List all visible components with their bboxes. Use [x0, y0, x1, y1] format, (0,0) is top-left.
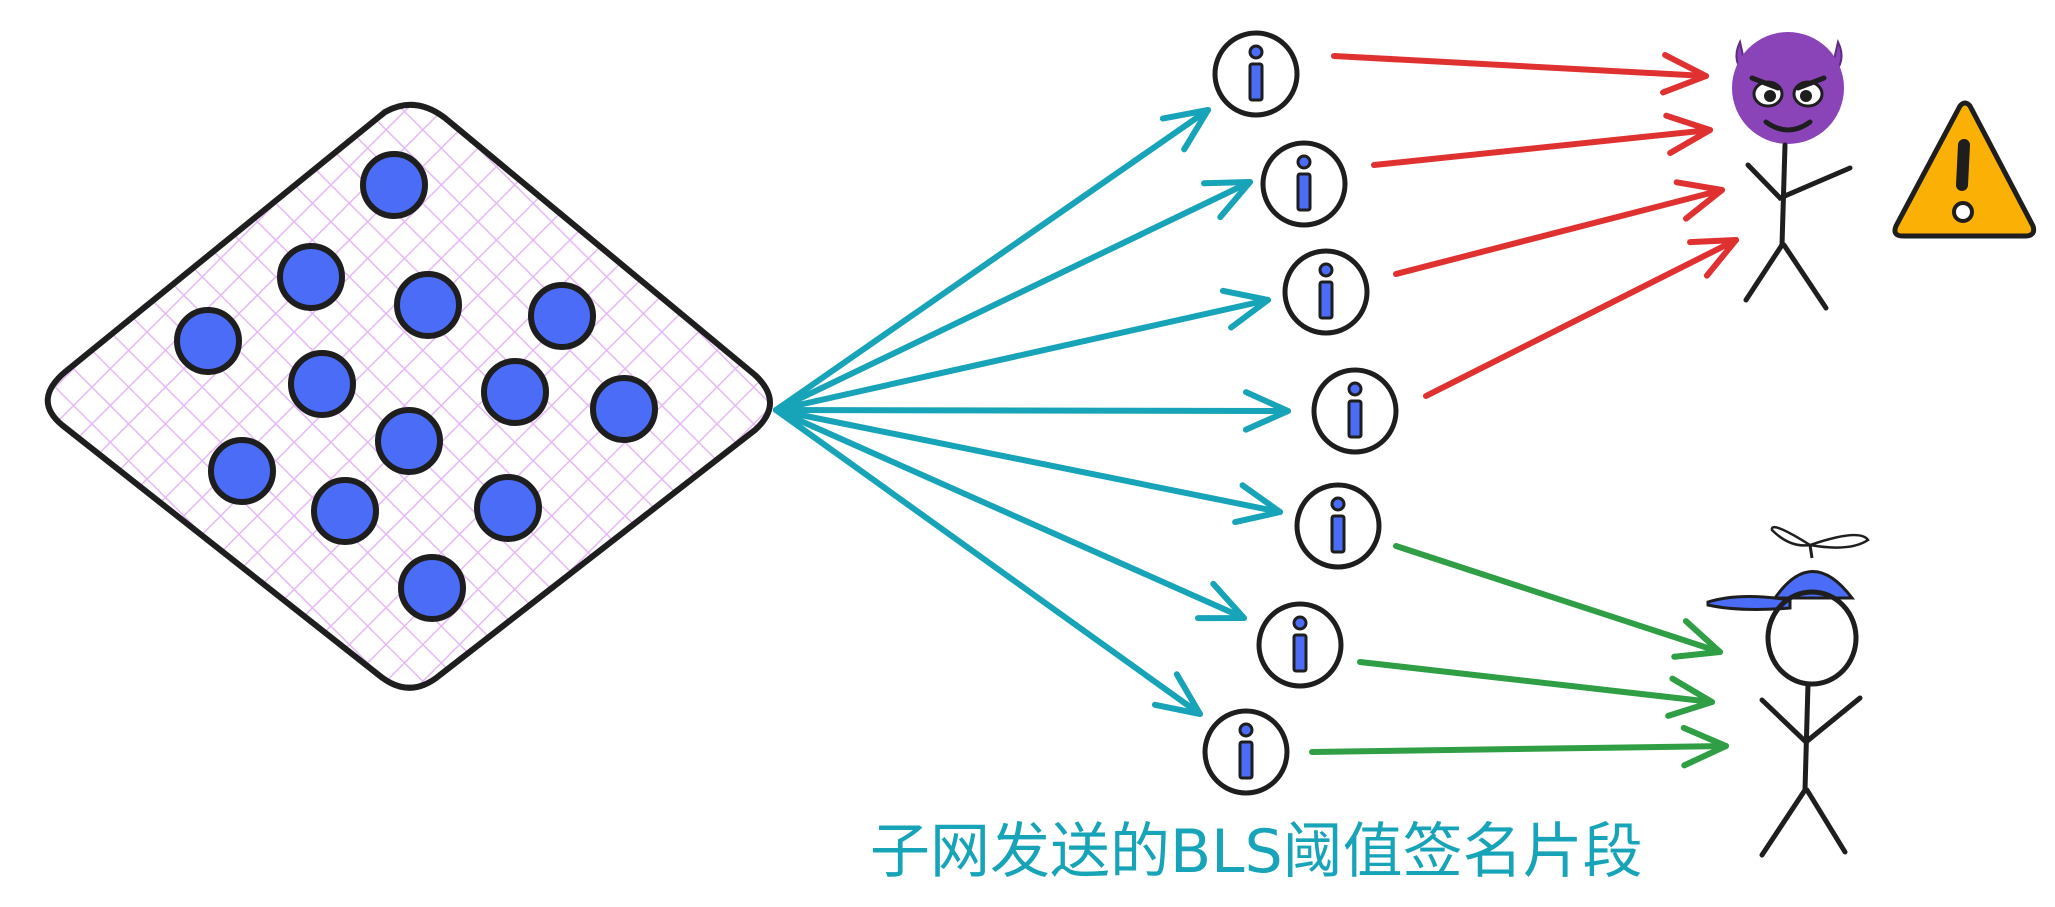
subnet-nodes — [174, 151, 658, 622]
info-icon — [1260, 140, 1348, 228]
fanout-arrow — [773, 287, 1271, 413]
malicious-arrow — [1371, 112, 1713, 168]
malicious-party — [1732, 32, 2037, 311]
honest-arrow — [1393, 543, 1723, 660]
subnet-node — [394, 271, 462, 339]
fanout-arrow — [773, 407, 1203, 717]
info-icon — [1311, 367, 1399, 455]
propeller-cap-icon — [1706, 525, 1870, 611]
info-icon — [1212, 30, 1300, 118]
malicious-arrow — [1331, 52, 1709, 96]
info-icon — [1294, 482, 1382, 570]
fanout-arrow — [773, 407, 1283, 526]
info-icon — [1202, 708, 1290, 796]
honest-arrow — [1309, 724, 1729, 769]
subnet-node — [208, 437, 276, 505]
fanout-arrow — [773, 407, 1247, 622]
honest-stick-figure — [1759, 589, 1863, 858]
subnet-node — [398, 554, 466, 622]
arrows-to-honest-party — [1309, 543, 1729, 769]
fanout-arrow — [773, 389, 1291, 433]
arrows-to-malicious-party — [1331, 52, 1739, 399]
subnet-node — [481, 358, 549, 426]
malicious-arrow — [1393, 179, 1725, 277]
fanout-arrow — [773, 179, 1253, 413]
subnet-node — [474, 474, 542, 542]
malicious-arrow — [1423, 237, 1739, 399]
honest-arrow — [1357, 659, 1715, 719]
info-icon — [1256, 601, 1344, 689]
signature-shares — [1202, 30, 1399, 796]
subnet-node — [590, 375, 658, 443]
subnet-shape — [44, 101, 773, 691]
warning-icon — [1892, 100, 2037, 239]
subnet-node — [288, 350, 356, 418]
subnet — [44, 101, 773, 691]
fanout-arrow — [773, 107, 1211, 413]
honest-party — [1706, 525, 1870, 858]
subnet-node — [375, 407, 443, 475]
devil-face-icon — [1732, 32, 1844, 144]
info-icon — [1282, 248, 1370, 336]
fanout-arrows — [773, 107, 1291, 717]
subnet-node — [360, 151, 428, 219]
caption: 子网发送的BLS阈值签名片段 — [870, 817, 1643, 887]
subnet-node — [528, 282, 596, 350]
malicious-stick-figure — [1743, 142, 1853, 311]
subnet-node — [277, 243, 345, 311]
subnet-node — [311, 477, 379, 545]
subnet-node — [174, 307, 242, 375]
